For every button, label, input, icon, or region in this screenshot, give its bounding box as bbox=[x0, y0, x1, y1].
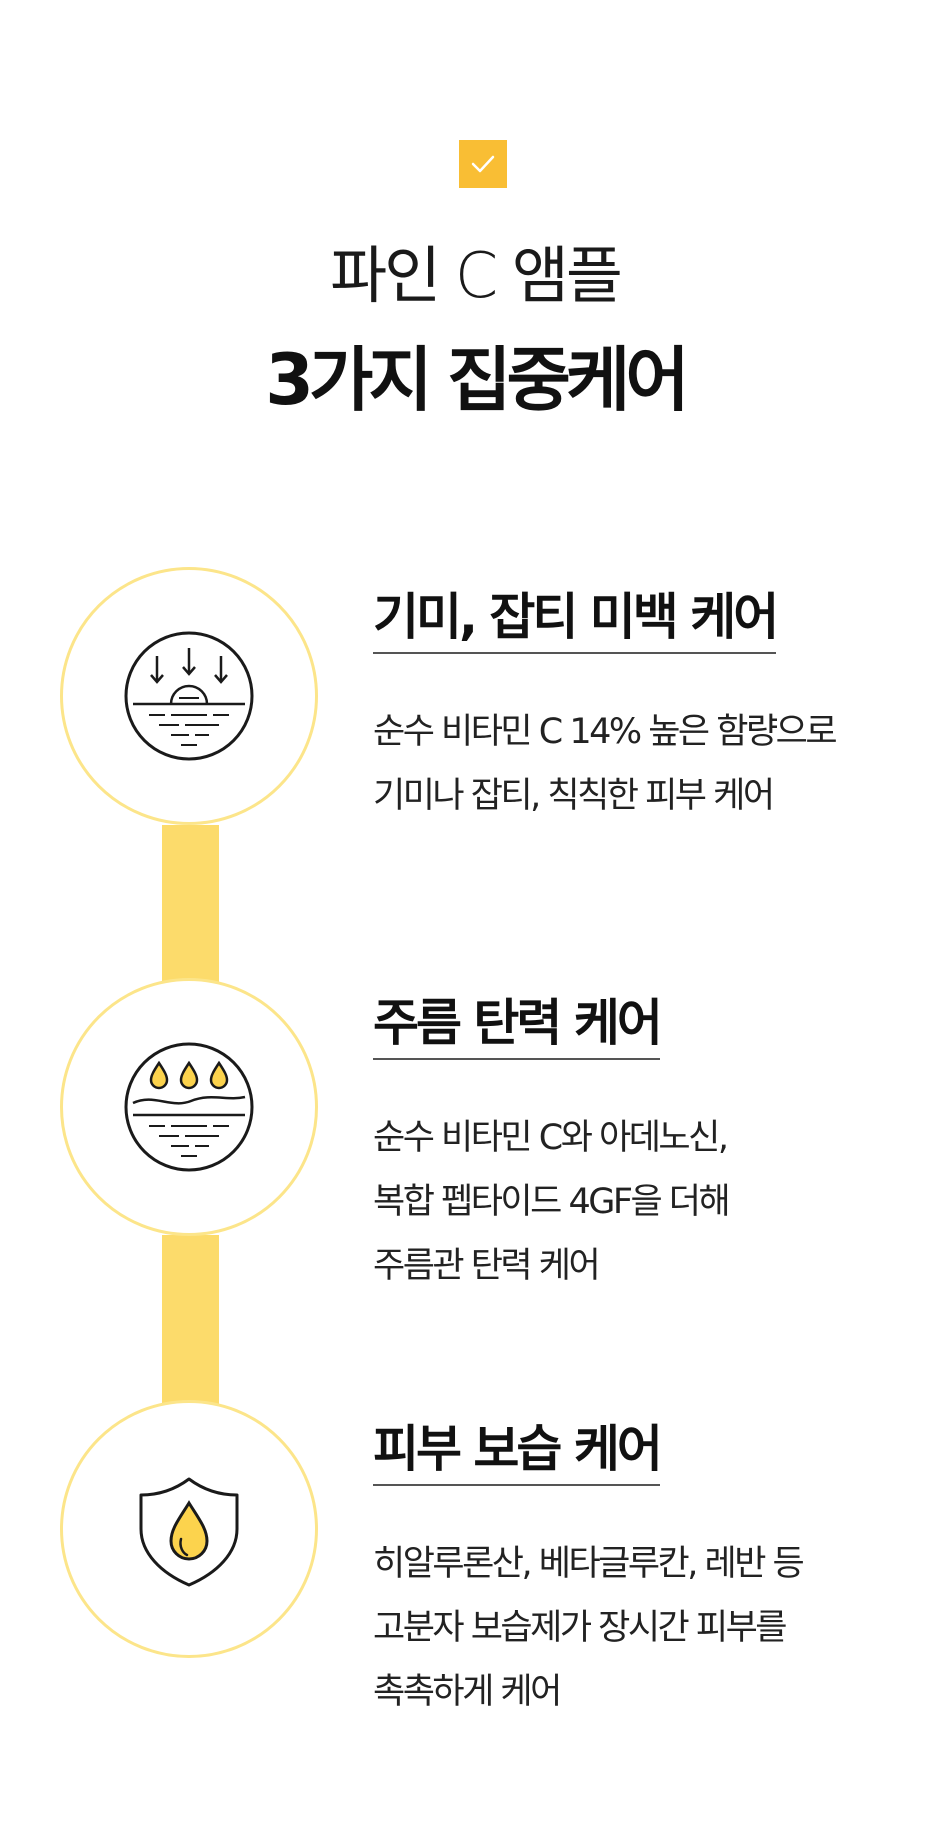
description-line: 기미나 잡티, 칙칙한 피부 케어 bbox=[373, 776, 775, 816]
feature-heading: 기미, 잡티 미백 케어 bbox=[373, 592, 779, 654]
description-line: 순수 비타민 C와 아데노신, bbox=[373, 1118, 729, 1158]
feature-icon-circle bbox=[60, 567, 318, 825]
timeline-connector bbox=[162, 825, 219, 995]
feature-description: 순수 비타민 C 14% 높은 함량으로 기미나 잡티, 칙칙한 피부 케어 bbox=[373, 700, 838, 828]
product-name: 파인 C 앰플 bbox=[330, 239, 623, 312]
description-line: 순수 비타민 C 14% 높은 함량으로 bbox=[373, 712, 838, 752]
check-badge bbox=[459, 140, 507, 188]
description-line: 복합 펩타이드 4GF을 더해 bbox=[373, 1182, 731, 1222]
description-line: 히알루론산, 베타글루칸, 레반 등 bbox=[373, 1544, 805, 1584]
page-title: 3가지 집중케어 bbox=[265, 339, 689, 421]
feature-description: 히알루론산, 베타글루칸, 레반 등 고분자 보습제가 장시간 피부를 촉촉하게… bbox=[373, 1532, 805, 1724]
feature-heading: 피부 보습 케어 bbox=[373, 1424, 663, 1486]
shield-drop-icon bbox=[139, 1477, 239, 1587]
feature-description: 순수 비타민 C와 아데노신, 복합 펩타이드 4GF을 더해 주름관 탄력 케… bbox=[373, 1106, 731, 1298]
sun-rays-icon bbox=[124, 631, 254, 761]
description-line: 고분자 보습제가 장시간 피부를 bbox=[373, 1608, 787, 1648]
feature-icon-circle bbox=[60, 978, 318, 1236]
feature-heading: 주름 탄력 케어 bbox=[373, 998, 663, 1060]
description-line: 주름관 탄력 케어 bbox=[373, 1246, 601, 1286]
timeline-connector bbox=[162, 1235, 219, 1405]
description-line: 촉촉하게 케어 bbox=[373, 1672, 562, 1712]
water-drops-icon bbox=[124, 1042, 254, 1172]
feature-icon-circle bbox=[60, 1400, 318, 1658]
checkmark-icon bbox=[471, 155, 495, 173]
